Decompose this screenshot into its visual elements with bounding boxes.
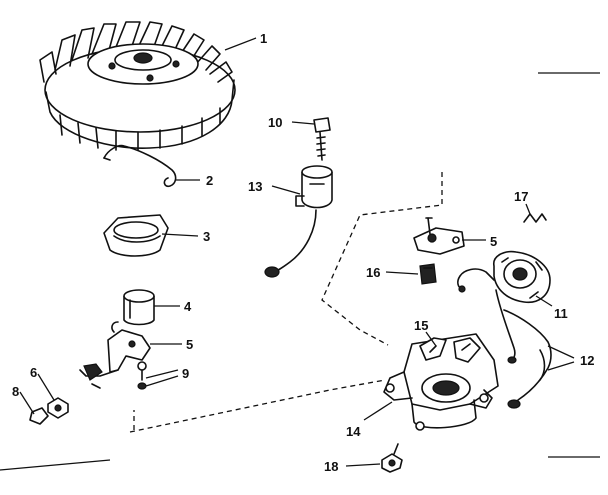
ignition-coil-icon — [457, 250, 551, 364]
callout-17: 17 — [514, 189, 528, 204]
callout-18: 18 — [324, 459, 338, 474]
leader-13 — [271, 185, 301, 195]
leader-12b — [547, 361, 575, 371]
leader-8 — [19, 391, 35, 415]
leader-18 — [345, 463, 381, 467]
callout-14: 14 — [346, 424, 361, 439]
callout-16: 16 — [366, 265, 380, 280]
breaker-arm-icon — [79, 321, 151, 389]
leader-17 — [525, 203, 531, 215]
callout-4: 4 — [184, 299, 192, 314]
callout-12: 12 — [580, 353, 594, 368]
callout-3: 3 — [203, 229, 210, 244]
flywheel-icon — [39, 21, 236, 151]
screw-icon — [313, 117, 331, 161]
leader-16 — [385, 271, 419, 275]
clip-icon — [419, 263, 437, 285]
sleeve-icon — [123, 289, 155, 326]
callout-6: 6 — [30, 365, 37, 380]
leader-11 — [535, 295, 553, 307]
callout-15: 15 — [414, 318, 428, 333]
spring-clip-icon — [103, 144, 177, 188]
leader-15 — [425, 331, 437, 347]
breaker-housing-icon — [383, 333, 499, 431]
callout-5-right: 5 — [490, 234, 497, 249]
leader-14 — [363, 401, 393, 421]
wire-lead-icon — [503, 309, 552, 409]
washer-icon — [29, 407, 49, 425]
callout-11: 11 — [554, 306, 568, 321]
assembly-dashed-outline — [129, 172, 443, 433]
edge-rule-left — [0, 459, 111, 471]
callout-9: 9 — [182, 366, 189, 381]
callout-1: 1 — [260, 31, 267, 46]
cam-bushing-icon — [103, 214, 169, 257]
screw-icon — [137, 361, 147, 390]
clip-icon — [523, 213, 547, 223]
callout-5-left: 5 — [186, 337, 193, 352]
leader-12a — [547, 345, 575, 359]
callout-2: 2 — [206, 173, 213, 188]
condenser-icon — [264, 165, 333, 278]
leader-6 — [37, 373, 55, 401]
leader-1 — [224, 37, 257, 51]
leader-9b — [145, 375, 179, 387]
leader-3 — [161, 233, 199, 237]
leader-9a — [145, 369, 179, 379]
screw-icon — [381, 443, 403, 473]
callout-8: 8 — [12, 384, 19, 399]
nut-icon — [47, 397, 69, 419]
callout-10: 10 — [268, 115, 282, 130]
leader-10 — [291, 121, 315, 125]
bracket-icon — [413, 217, 465, 255]
callout-13: 13 — [248, 179, 262, 194]
